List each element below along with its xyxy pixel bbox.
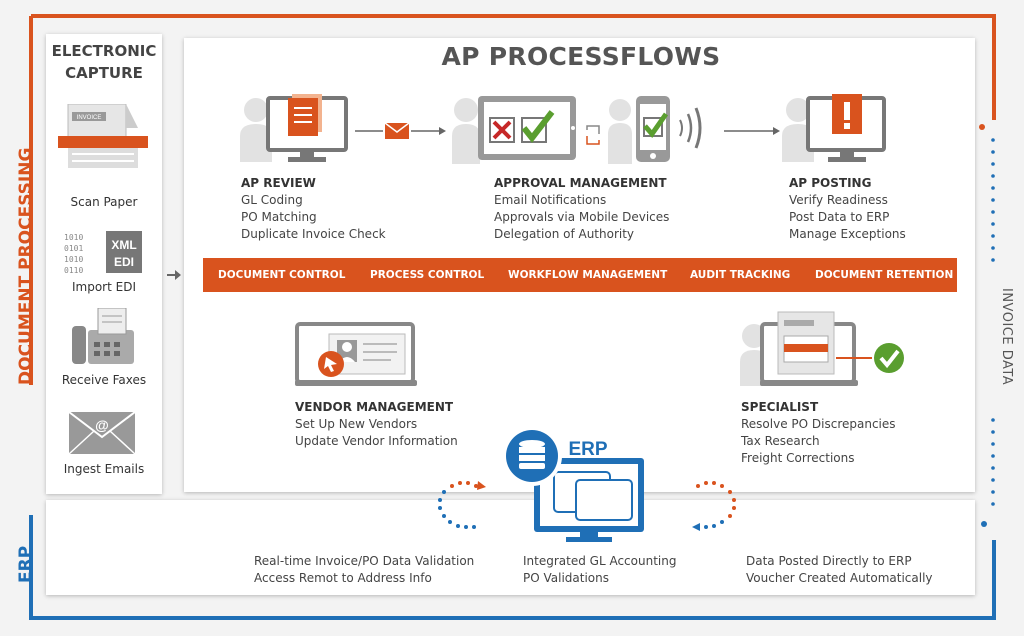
approval-tablet-icon bbox=[452, 96, 576, 164]
ap-posting-line: Post Data to ERP bbox=[789, 210, 890, 224]
email-icon: @ bbox=[68, 411, 136, 455]
vendor-block: VENDOR MANAGEMENT Set Up New Vendors Upd… bbox=[295, 400, 515, 450]
erp-accounting-block: Integrated GL Accounting PO Validations bbox=[523, 553, 713, 587]
band-item: DOCUMENT CONTROL bbox=[218, 269, 346, 281]
ap-posting-title: AP POSTING bbox=[789, 176, 872, 190]
vendor-management-icon bbox=[295, 322, 417, 386]
control-band: DOCUMENT CONTROL PROCESS CONTROL WORKFLO… bbox=[203, 258, 957, 292]
ap-review-block: AP REVIEW GL Coding PO Matching Duplicat… bbox=[241, 176, 441, 243]
svg-text:1010: 1010 bbox=[64, 233, 83, 242]
ap-posting-icon bbox=[782, 94, 886, 162]
svg-text:XML: XML bbox=[111, 238, 136, 252]
ap-review-line: Duplicate Invoice Check bbox=[241, 227, 386, 241]
fax-icon bbox=[72, 308, 134, 364]
specialist-line: Resolve PO Discrepancies bbox=[741, 417, 896, 431]
erp-panel bbox=[46, 500, 975, 595]
erp-right-cycle-icon bbox=[692, 481, 736, 531]
approval-block: APPROVAL MANAGEMENT Email Notifications … bbox=[494, 176, 724, 243]
page-title: AP PROCESSFLOWS bbox=[441, 42, 721, 71]
erp-validation-line: Access Remot to Address Info bbox=[254, 571, 432, 585]
svg-text:EDI: EDI bbox=[114, 255, 134, 269]
vendor-line: Update Vendor Information bbox=[295, 434, 458, 448]
erp-side-label: ERP bbox=[16, 545, 36, 583]
email-flow-icon bbox=[355, 122, 446, 139]
svg-text:0101: 0101 bbox=[64, 244, 83, 253]
posting-arrow-icon bbox=[724, 127, 780, 135]
capture-item-fax: Receive Faxes bbox=[61, 373, 147, 387]
ap-posting-line: Verify Readiness bbox=[789, 193, 888, 207]
erp-left-cycle-icon bbox=[438, 481, 486, 529]
vendor-line: Set Up New Vendors bbox=[295, 417, 418, 431]
capture-item-edi: Import EDI bbox=[71, 280, 136, 294]
erp-posting-block: Data Posted Directly to ERP Voucher Crea… bbox=[746, 553, 956, 587]
svg-text:ERP: ERP bbox=[568, 439, 607, 460]
scanner-icon: INVOICE bbox=[58, 104, 148, 168]
erp-validation-line: Real-time Invoice/PO Data Validation bbox=[254, 554, 475, 568]
sync-icon bbox=[586, 125, 600, 145]
svg-text:INVOICE: INVOICE bbox=[77, 115, 102, 121]
erp-posting-line: Data Posted Directly to ERP bbox=[746, 554, 912, 568]
erp-posting-line: Voucher Created Automatically bbox=[746, 571, 933, 585]
edi-icon: 1010 0101 1010 0110 XML EDI bbox=[64, 231, 142, 275]
approval-line: Delegation of Authority bbox=[494, 227, 635, 241]
band-item: PROCESS CONTROL bbox=[370, 269, 485, 281]
document-processing-label: DOCUMENT PROCESSING bbox=[16, 147, 36, 385]
capture-arrow-icon bbox=[167, 270, 181, 280]
ap-review-line: PO Matching bbox=[241, 210, 317, 224]
invoice-data-label: INVOICE DATA bbox=[999, 288, 1014, 386]
ap-posting-block: AP POSTING Verify Readiness Post Data to… bbox=[789, 176, 959, 243]
svg-text:@: @ bbox=[95, 417, 109, 433]
svg-text:0110: 0110 bbox=[64, 266, 83, 275]
specialist-block: SPECIALIST Resolve PO Discrepancies Tax … bbox=[741, 400, 941, 467]
electronic-capture-title: ELECTRONIC CAPTURE bbox=[51, 42, 157, 82]
erp-accounting-line: PO Validations bbox=[523, 571, 610, 585]
band-item: WORKFLOW MANAGEMENT bbox=[508, 269, 668, 281]
approval-title: APPROVAL MANAGEMENT bbox=[494, 176, 667, 190]
erp-computer-icon: ERP bbox=[502, 426, 644, 542]
ap-review-title: AP REVIEW bbox=[241, 176, 316, 190]
approval-line: Email Notifications bbox=[494, 193, 607, 207]
specialist-line: Tax Research bbox=[741, 434, 820, 448]
ap-posting-line: Manage Exceptions bbox=[789, 227, 906, 241]
specialist-title: SPECIALIST bbox=[741, 400, 819, 414]
approval-phone-icon bbox=[608, 96, 702, 164]
svg-text:1010: 1010 bbox=[64, 255, 83, 264]
capture-item-scan: Scan Paper bbox=[70, 195, 138, 209]
erp-accounting-line: Integrated GL Accounting bbox=[523, 554, 677, 568]
ap-review-icon bbox=[240, 94, 348, 162]
erp-validation-block: Real-time Invoice/PO Data Validation Acc… bbox=[254, 553, 494, 587]
band-item: AUDIT TRACKING bbox=[690, 269, 791, 281]
approval-line: Approvals via Mobile Devices bbox=[494, 210, 670, 224]
capture-item-email: Ingest Emails bbox=[63, 462, 145, 476]
vendor-title: VENDOR MANAGEMENT bbox=[295, 400, 454, 414]
band-item: DOCUMENT RETENTION bbox=[815, 269, 954, 281]
specialist-icon bbox=[740, 311, 904, 386]
specialist-line: Freight Corrections bbox=[741, 451, 855, 465]
ap-review-line: GL Coding bbox=[241, 193, 303, 207]
